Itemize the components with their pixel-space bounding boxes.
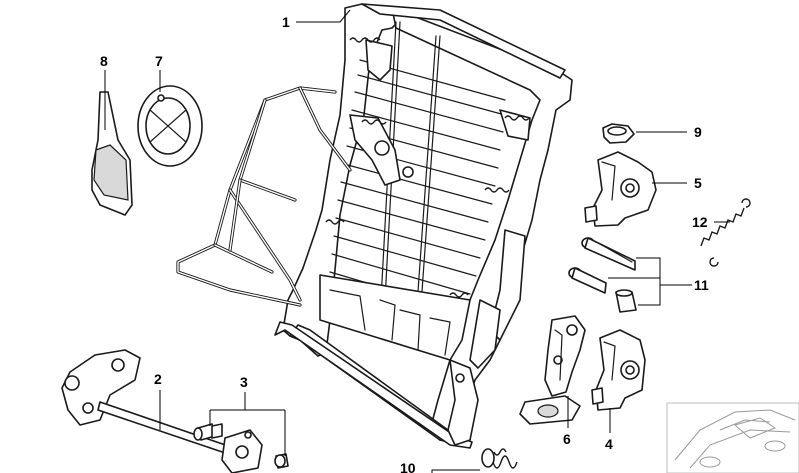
callout-4: 4 xyxy=(605,436,613,452)
recliner-mechanism-lower[interactable] xyxy=(591,329,646,411)
recliner-mechanism-upper[interactable] xyxy=(584,151,657,227)
callout-6: 6 xyxy=(563,431,571,447)
leader-11 xyxy=(608,257,692,306)
leader-3 xyxy=(209,392,286,456)
cap-nut[interactable] xyxy=(602,123,635,144)
callout-8: 8 xyxy=(100,53,108,69)
callout-5: 5 xyxy=(694,175,702,191)
leader-1 xyxy=(296,9,351,23)
latch-plate[interactable] xyxy=(519,315,586,425)
bolts-and-spacer[interactable] xyxy=(568,237,637,313)
tension-spring[interactable] xyxy=(700,198,751,267)
callout-10: 10 xyxy=(400,460,416,473)
leader-lines xyxy=(104,9,730,473)
fabric-panel[interactable] xyxy=(91,91,133,216)
callout-1: 1 xyxy=(282,14,290,30)
coil-spring[interactable] xyxy=(481,448,518,469)
callout-12: 12 xyxy=(692,214,708,230)
wire-lumbar-support[interactable] xyxy=(176,86,352,307)
round-cover-cap[interactable] xyxy=(137,85,203,167)
leader-10 xyxy=(431,469,480,473)
callout-9: 9 xyxy=(694,124,702,140)
callout-numbers: 1 2 3 4 5 6 7 8 9 10 11 12 xyxy=(100,14,709,473)
callout-3: 3 xyxy=(240,374,248,390)
hinge-bracket-rod[interactable] xyxy=(61,349,263,473)
callout-11: 11 xyxy=(694,277,709,293)
callout-2: 2 xyxy=(154,371,162,387)
car-outline-icon xyxy=(666,402,799,473)
backrest-frame[interactable] xyxy=(274,3,573,449)
bolt-and-nut[interactable] xyxy=(193,423,289,469)
callout-7: 7 xyxy=(155,53,163,69)
